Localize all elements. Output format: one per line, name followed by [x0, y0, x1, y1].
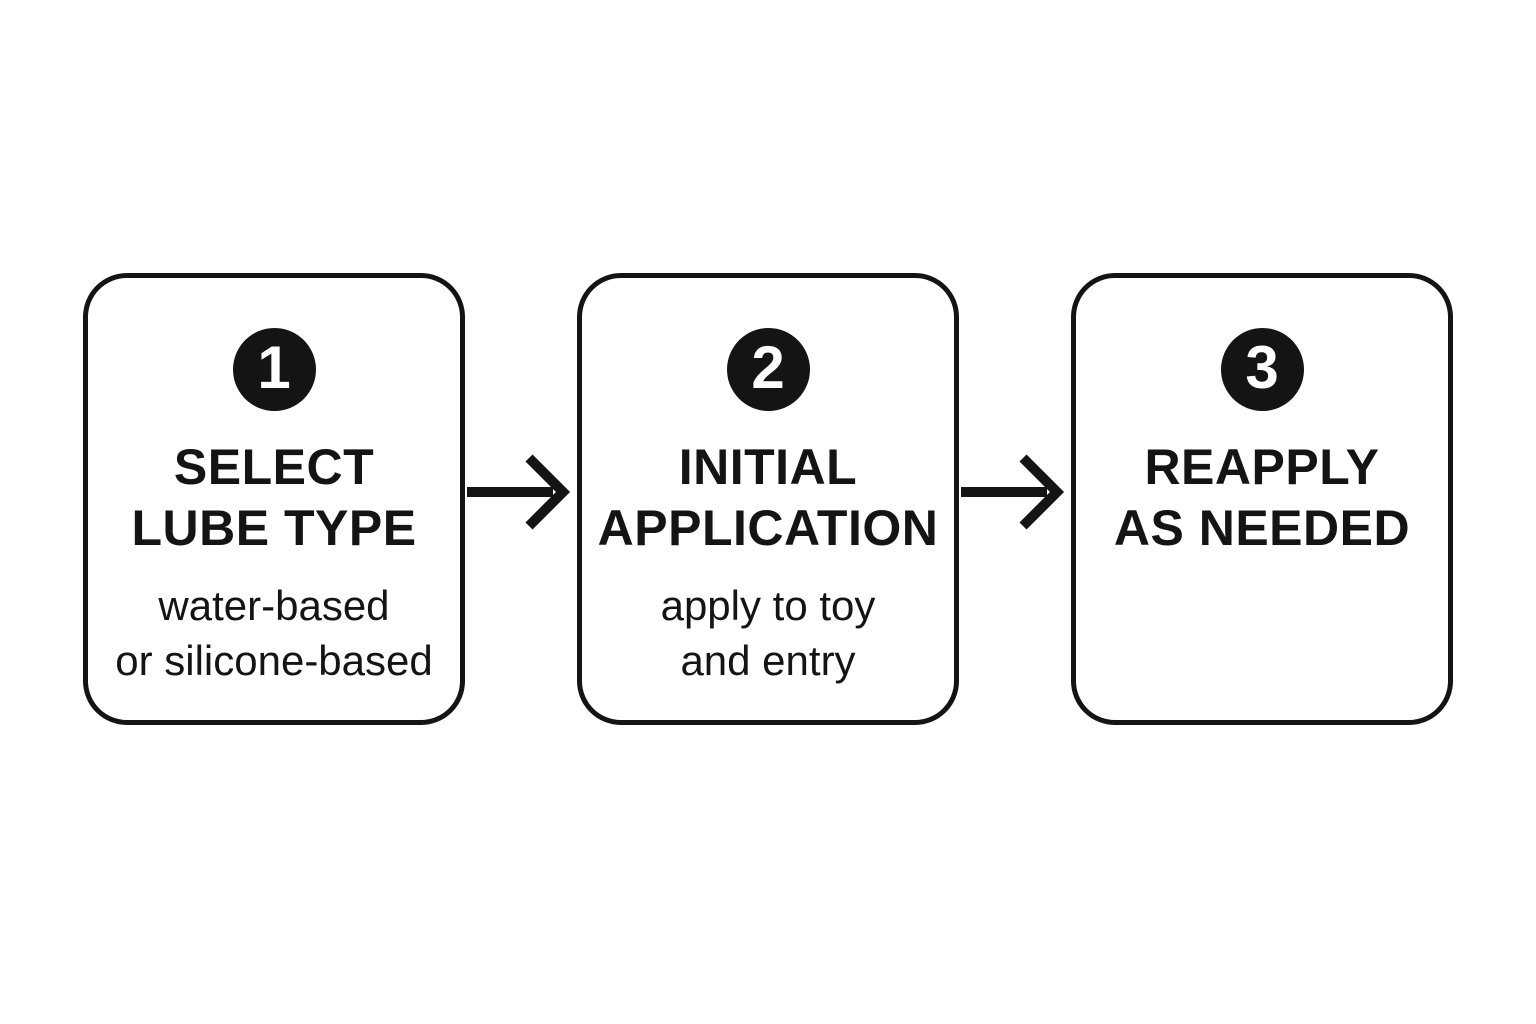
step-subtitle-line: and entry — [680, 636, 856, 684]
step-subtitle-line: water-based — [158, 582, 390, 629]
step-title-line: APPLICATION — [597, 500, 939, 556]
step-number: 1 — [257, 333, 291, 401]
arrow-right-icon — [959, 440, 1071, 544]
step-title-line: REAPPLY — [1144, 439, 1380, 495]
step-title-line: AS NEEDED — [1113, 500, 1411, 556]
step-card-3: 3 REAPPLY AS NEEDED — [1071, 273, 1453, 725]
step-number-badge: 3 — [1220, 328, 1304, 411]
step-title-line: INITIAL — [678, 439, 858, 495]
step-number-badge: 2 — [726, 328, 810, 411]
step-subtitle-line: apply to toy — [660, 582, 876, 629]
step-title: REAPPLY AS NEEDED — [1114, 437, 1410, 559]
step-subtitle: water-based or silicone-based — [115, 579, 433, 688]
step-subtitle: apply to toy and entry — [661, 579, 876, 688]
step-title: INITIAL APPLICATION — [598, 437, 939, 559]
step-number: 3 — [1245, 333, 1279, 401]
arrow-right-icon — [465, 440, 577, 544]
step-number-badge: 1 — [232, 328, 316, 411]
flowchart-row: 1 SELECT LUBE TYPE water-based or silico… — [0, 273, 1536, 725]
step-title: SELECT LUBE TYPE — [131, 437, 416, 559]
step-card-2: 2 INITIAL APPLICATION apply to toy and e… — [577, 273, 959, 725]
step-card-1: 1 SELECT LUBE TYPE water-based or silico… — [83, 273, 465, 725]
step-title-line: SELECT — [173, 439, 375, 495]
step-title-line: LUBE TYPE — [131, 500, 417, 556]
step-subtitle-line: or silicone-based — [115, 636, 433, 684]
step-number: 2 — [751, 333, 785, 401]
